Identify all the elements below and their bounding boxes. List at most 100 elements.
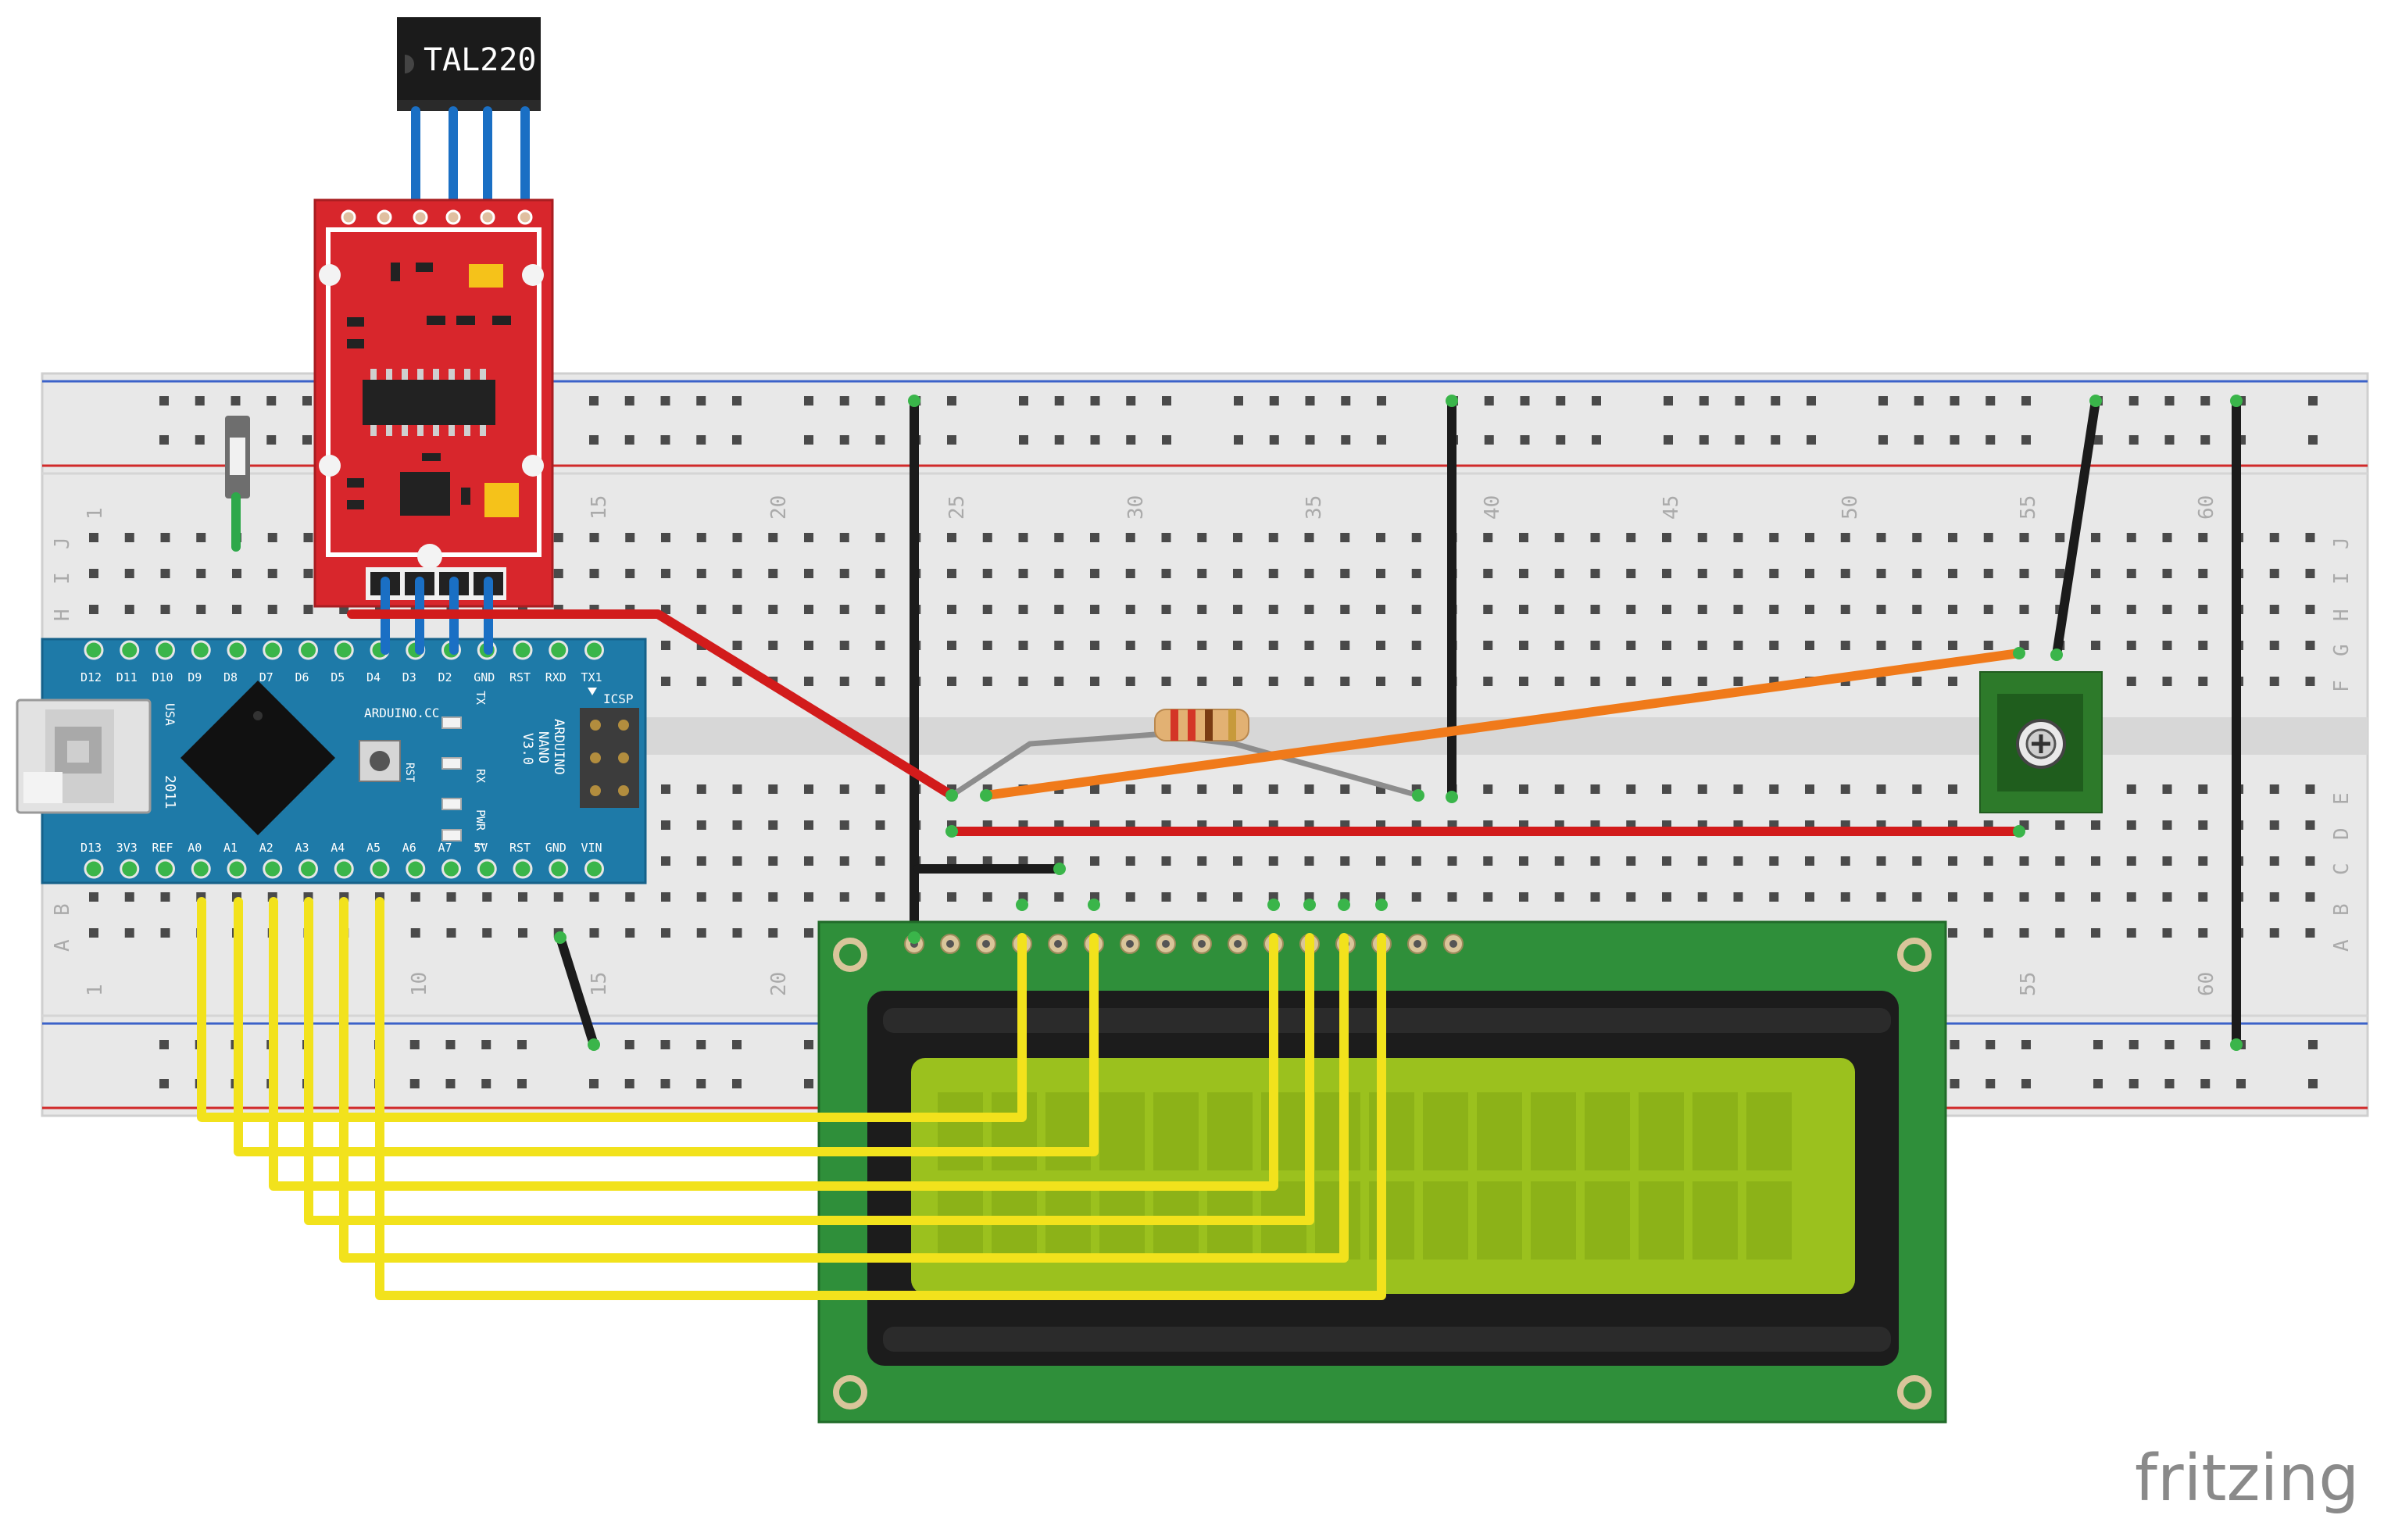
breadboard-hole: [2269, 892, 2279, 902]
load-cell-label: TAL220: [424, 42, 537, 78]
breadboard-hole: [768, 533, 778, 542]
breadboard-hole: [875, 892, 885, 902]
breadboard-hole: [661, 892, 670, 902]
model-label: ARDUINO NANO V3.0: [520, 719, 567, 775]
breadboard-hole: [1519, 856, 1528, 866]
breadboard-hole: [2269, 641, 2279, 650]
breadboard-hole: [1233, 569, 1242, 578]
breadboard-hole: [2126, 677, 2136, 686]
arduino-pin: [263, 640, 283, 660]
breadboard-hole: [661, 569, 670, 578]
breadboard-hole: [732, 892, 742, 902]
breadboard-hole: [1554, 533, 1564, 542]
breadboard-hole: [1948, 605, 1957, 614]
push-button-switch: [225, 416, 250, 552]
breadboard-hole: [625, 928, 635, 938]
rail-hole: [624, 1079, 634, 1088]
arduino-pin: [334, 640, 354, 660]
breadboard-hole: [1805, 784, 1814, 794]
breadboard-hole: [1268, 605, 1278, 614]
rail-hole: [481, 1040, 491, 1049]
breadboard-hole: [1483, 641, 1493, 650]
yellow-wire: [197, 897, 1027, 1122]
rail-hole: [1735, 396, 1745, 406]
black-wire: [556, 933, 599, 1049]
row-letters-right: J I H G F E D C B A: [2330, 537, 2354, 952]
breadboard-hole: [768, 856, 778, 866]
rail-hole: [2200, 1040, 2211, 1049]
rail-hole: [1699, 396, 1709, 406]
breadboard-hole: [1483, 677, 1493, 686]
breadboard-hole: [446, 928, 456, 938]
yellow-wire: [304, 897, 1314, 1225]
breadboard-hole: [589, 928, 599, 938]
rail-hole: [875, 396, 885, 406]
breadboard-hole: [1733, 605, 1743, 614]
breadboard-hole: [1411, 641, 1421, 650]
lcd-pin-hole: [1449, 940, 1457, 948]
row-letters-left: J I H B A: [51, 537, 74, 952]
breadboard-hole: [1912, 569, 1922, 578]
rail-hole: [1377, 396, 1386, 406]
breadboard-hole: [1840, 856, 1850, 866]
breadboard-hole: [1805, 641, 1814, 650]
breadboard-hole: [89, 569, 98, 578]
breadboard-hole: [1769, 856, 1779, 866]
breadboard-hole: [410, 892, 420, 902]
rail-hole: [1305, 435, 1315, 445]
breadboard-hole: [1840, 641, 1850, 650]
col-number: 55: [2017, 972, 2040, 996]
usb-connector: [16, 699, 152, 814]
breadboard-hole: [1912, 856, 1922, 866]
breadboard-hole: [160, 605, 170, 614]
arduino-pin: [370, 859, 390, 879]
arduino-nano: TX RX PWR L ICSP ARDUINO.CC RST ARDUINO …: [16, 638, 647, 884]
breadboard-hole: [661, 677, 670, 686]
arduino-pin-label: D6: [295, 670, 309, 684]
breadboard-hole: [553, 569, 563, 578]
led: [441, 829, 462, 841]
arduino-pin-label: TX1: [581, 670, 602, 684]
resistor: [950, 709, 1419, 799]
arduino-pin: [477, 859, 497, 879]
breadboard-hole: [768, 605, 778, 614]
rail-hole: [804, 396, 813, 406]
mount-hole: [1897, 938, 1932, 972]
breadboard-hole: [1125, 605, 1135, 614]
arduino-pin: [584, 859, 604, 879]
breadboard-hole: [1161, 892, 1171, 902]
breadboard-hole: [1697, 677, 1707, 686]
arduino-pin: [227, 859, 247, 879]
usb-label: USA: [163, 703, 177, 726]
breadboard-hole: [1197, 677, 1207, 686]
led: [441, 716, 462, 729]
power-wires: [347, 609, 2024, 836]
rail-hole: [2308, 1040, 2318, 1049]
col-number: 60: [2195, 972, 2218, 996]
row-letter: E: [2330, 792, 2354, 805]
mount-hole: [1897, 1375, 1932, 1410]
rail-hole: [1377, 435, 1386, 445]
breadboard-hole: [1519, 533, 1528, 542]
led-label: PWR: [474, 809, 488, 831]
breadboard-hole: [1233, 892, 1242, 902]
breadboard-hole: [2091, 569, 2100, 578]
breadboard-hole: [696, 784, 706, 794]
breadboard-hole: [1733, 892, 1743, 902]
breadboard-hole: [1054, 605, 1064, 614]
row-letter: I: [51, 572, 74, 584]
breadboard-hole: [1483, 892, 1493, 902]
rail-hole: [839, 396, 849, 406]
breadboard-hole: [1125, 677, 1135, 686]
breadboard-hole: [1554, 569, 1564, 578]
breadboard-hole: [1376, 856, 1385, 866]
breadboard-hole: [804, 677, 813, 686]
breadboard-hole: [2091, 533, 2100, 542]
breadboard-hole: [1626, 605, 1636, 614]
breadboard-hole: [2305, 928, 2315, 938]
breadboard-hole: [661, 533, 670, 542]
breadboard-hole: [982, 677, 992, 686]
lcd-char-cell: [1207, 1092, 1253, 1170]
breadboard-hole: [2162, 677, 2172, 686]
